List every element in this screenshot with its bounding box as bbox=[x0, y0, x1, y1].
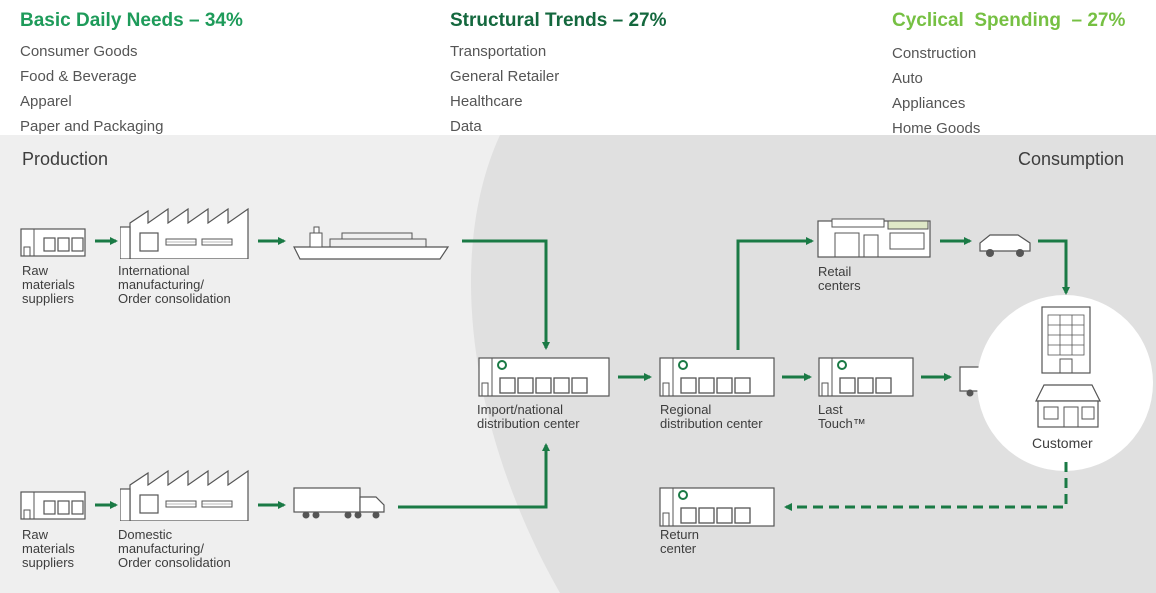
category-cyclical-spending: Cyclical Spending – 27% Construction Aut… bbox=[892, 10, 1125, 141]
label-regional-distribution-center: Regional distribution center bbox=[660, 402, 763, 431]
label-retail-centers: Retail centers bbox=[818, 264, 861, 293]
category-item: Appliances bbox=[892, 95, 966, 112]
car-icon bbox=[979, 234, 1031, 257]
category-item: Auto bbox=[892, 70, 923, 87]
category-item: Food & Beverage bbox=[20, 68, 137, 85]
category-item: General Retailer bbox=[450, 68, 560, 85]
retail-store-icon bbox=[817, 218, 931, 258]
return-center-icon bbox=[659, 487, 775, 527]
category-item: Healthcare bbox=[450, 93, 523, 110]
section-production: Production bbox=[22, 149, 109, 169]
house-icon bbox=[1035, 384, 1101, 428]
last-touch-center-icon bbox=[818, 357, 914, 397]
category-item: Data bbox=[450, 118, 482, 135]
section-consumption: Consumption bbox=[1018, 149, 1125, 169]
label-international-manufacturing: International manufacturing/ Order conso… bbox=[118, 263, 231, 306]
label-last-touch: Last Touch™ bbox=[818, 402, 866, 431]
category-structural-trends: Structural Trends – 27% Transportation G… bbox=[450, 10, 666, 139]
supply-chain-diagram bbox=[0, 135, 1156, 593]
label-domestic-manufacturing: Domestic manufacturing/ Order consolidat… bbox=[118, 527, 231, 570]
category-item: Home Goods bbox=[892, 120, 981, 137]
category-item: Construction bbox=[892, 45, 977, 62]
label-raw-suppliers-top: Raw materials suppliers bbox=[22, 263, 75, 306]
category-title: Structural Trends – 27% bbox=[450, 10, 667, 31]
warehouse-icon bbox=[20, 228, 86, 257]
category-item: Transportation bbox=[450, 43, 547, 60]
category-item: Apparel bbox=[20, 93, 72, 110]
category-title: Basic Daily Needs – 34% bbox=[20, 10, 243, 31]
regional-distribution-center-icon bbox=[659, 357, 775, 397]
label-import-distribution-center: Import/national distribution center bbox=[477, 402, 580, 431]
cargo-ship-icon bbox=[293, 226, 450, 260]
import-distribution-center-icon bbox=[478, 357, 610, 397]
label-raw-suppliers-bottom: Raw materials suppliers bbox=[22, 527, 75, 570]
category-basic-daily-needs: Basic Daily Needs – 34% Consumer Goods F… bbox=[20, 10, 243, 139]
category-item: Paper and Packaging bbox=[20, 118, 164, 135]
category-item: Consumer Goods bbox=[20, 43, 138, 60]
warehouse-icon bbox=[20, 491, 86, 520]
label-customer: Customer bbox=[1032, 435, 1093, 451]
apartment-building-icon bbox=[1041, 306, 1091, 374]
customer-circle bbox=[977, 295, 1153, 471]
label-return-center: Return center bbox=[660, 527, 700, 556]
truck-icon bbox=[293, 487, 385, 519]
category-title: Cyclical Spending – 27% bbox=[892, 10, 1126, 31]
